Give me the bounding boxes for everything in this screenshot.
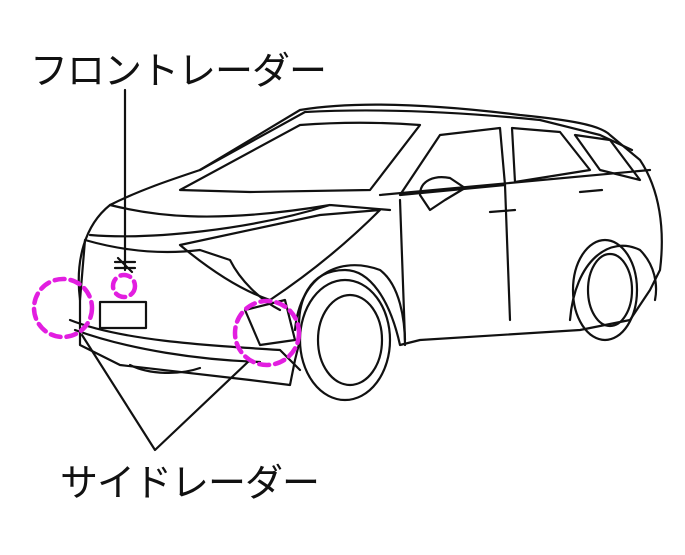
rear-wheel-arch xyxy=(568,244,658,322)
side-window-front xyxy=(398,126,507,197)
license-plate xyxy=(98,300,148,330)
bumper xyxy=(68,318,302,372)
right-side-radar-marker xyxy=(232,298,302,368)
side-radar-leader xyxy=(80,333,252,452)
car-body-outline xyxy=(77,103,663,387)
front-wheel xyxy=(298,278,392,402)
front-radar-marker xyxy=(110,272,138,300)
roof-line xyxy=(198,109,634,172)
front-wheel-arch xyxy=(293,264,407,347)
fog-light-right xyxy=(243,298,297,347)
front-wheel-rim xyxy=(316,293,384,387)
headlight xyxy=(178,208,382,302)
rear-wheel-rim xyxy=(586,252,634,328)
rear-window xyxy=(573,133,642,182)
left-side-radar-marker xyxy=(31,276,95,340)
lower-shadow xyxy=(128,363,202,375)
door-line xyxy=(378,168,652,342)
mirror xyxy=(418,176,467,212)
radar-highlights xyxy=(31,272,302,368)
rear-wheel xyxy=(571,238,639,342)
side-radar-label: サイドレーダー xyxy=(60,461,320,505)
side-window-rear xyxy=(510,126,592,184)
front-radar-label: フロントレーダー xyxy=(30,49,327,93)
door-handle xyxy=(488,188,604,214)
windshield xyxy=(178,121,422,194)
grille xyxy=(78,238,282,312)
